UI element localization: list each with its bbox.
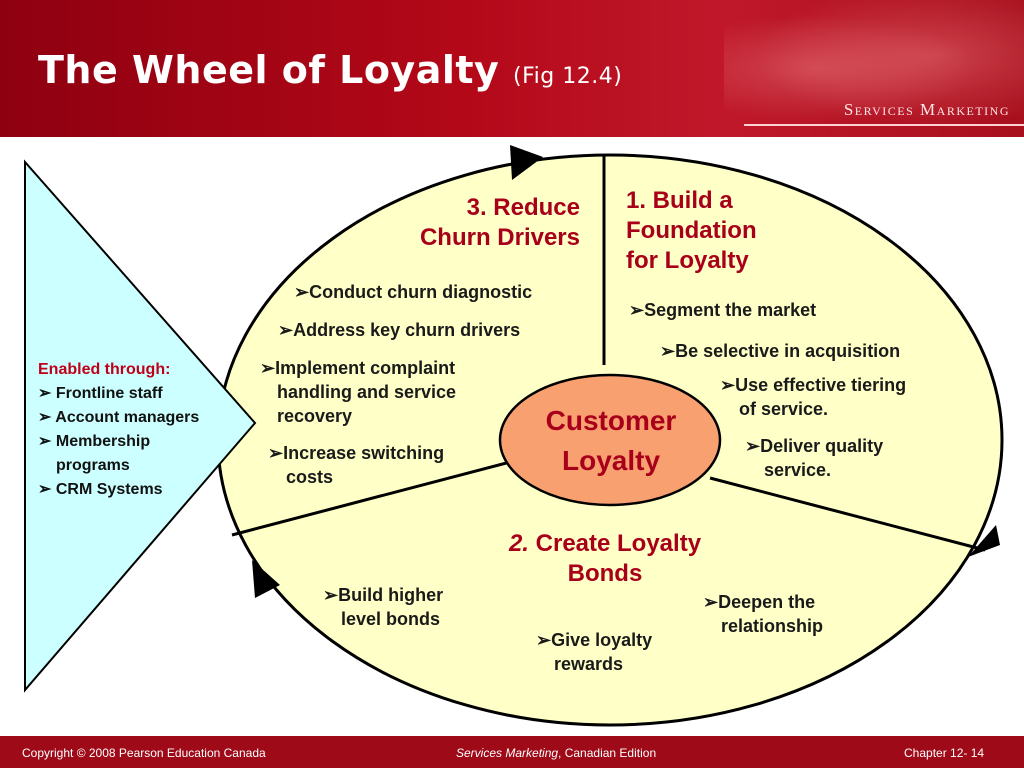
brand-underline (744, 124, 1024, 126)
arrowhead-right (968, 525, 1000, 557)
bullet-text-cont: rewards (554, 654, 624, 674)
bullet-text-cont: relationship (721, 616, 824, 636)
enabler-item: ➢ Frontline staff (38, 385, 163, 402)
arrow-bullet-icon: ➢ (745, 436, 761, 456)
page-title: The Wheel of Loyalty (Fig 12.4) (38, 48, 622, 92)
section-2-title: 2. Create Loyalty Bonds (475, 529, 735, 589)
arrowhead-left (252, 560, 280, 598)
arrow-bullet-icon: ➢ (260, 358, 276, 378)
bullet-increase: ➢Increase switching costs (268, 441, 444, 489)
bullet-tiering: ➢Use effective tiering of service. (720, 373, 906, 421)
bullet-rewards: ➢Give loyalty rewards (536, 628, 652, 676)
section-1-title: 1. Build a Foundation for Loyalty (626, 186, 826, 276)
footer-edition: , Canadian Edition (558, 746, 657, 760)
header-photo (724, 0, 1024, 137)
section-3-line2: Churn Drivers (419, 224, 580, 251)
footer-book-title: Services Marketing (456, 746, 559, 760)
section-2-line2: Bonds (567, 560, 643, 587)
bullet-conduct: ➢Conduct churn diagnostic (294, 280, 532, 304)
bullet-implement: ➢Implement complaint handling and servic… (260, 356, 456, 428)
enabler-triangle (24, 159, 257, 693)
footer-chapter: Chapter 12- 14 (904, 746, 985, 760)
bullet-text: Build higher (338, 585, 444, 605)
bullet-deepen: ➢Deepen the relationship (703, 590, 823, 638)
bullet-quality: ➢Deliver quality service. (745, 434, 883, 482)
center-line1: Customer (545, 405, 677, 436)
bullet-text: Conduct churn diagnostic (309, 282, 533, 302)
bullet-text-cont: level bonds (341, 609, 441, 629)
arrow-bullet-icon: ➢ (268, 443, 284, 463)
footer-bar: Copyright © 2008 Pearson Education Canad… (0, 736, 1024, 768)
enabled-through-list: Enabled through: ➢ Frontline staff ➢ Acc… (38, 358, 208, 502)
arrowhead-top (510, 145, 543, 180)
arrow-bullet-icon: ➢ (536, 630, 552, 650)
center-line2: Loyalty (561, 445, 661, 476)
arrow-bullet-icon: ➢ (703, 592, 719, 612)
bullet-text-cont: costs (286, 467, 334, 487)
bullet-text: Increase switching (283, 443, 445, 463)
enabler-text: Frontline staff (55, 385, 163, 402)
footer-copyright: Copyright © 2008 Pearson Education Canad… (22, 746, 266, 760)
section-2-line1: Create Loyalty (535, 530, 702, 557)
enabler-text: CRM Systems (55, 481, 163, 498)
title-banner: The Wheel of Loyalty (Fig 12.4) Services… (0, 0, 1024, 137)
section-1-line2: Foundation (626, 217, 757, 244)
arrow-bullet-icon: ➢ (720, 375, 736, 395)
bullet-text-cont: of service. (739, 399, 829, 419)
bullet-text: Deepen the (718, 592, 816, 612)
bullet-text-cont: recovery (277, 406, 353, 426)
arrow-bullet-icon: ➢ (660, 341, 676, 361)
enabler-item: ➢ Account managers (38, 409, 200, 426)
arrow-bullet-icon: ➢ (294, 282, 310, 302)
wheel-diagram (24, 145, 1004, 727)
bullet-text: Deliver quality (760, 436, 884, 456)
enabler-text: Account managers (55, 409, 200, 426)
spoke-right (709, 476, 986, 552)
section-1-line3: for Loyalty (626, 247, 749, 274)
section-2-number: 2. (508, 530, 529, 557)
bullet-text: Segment the market (644, 300, 817, 320)
arrow-bullet-icon: ➢ (629, 300, 645, 320)
bullet-text-cont: handling and service (277, 382, 457, 402)
bullet-text: Implement complaint (275, 358, 456, 378)
section-3-title: 3. Reduce Churn Drivers (380, 193, 580, 253)
enabler-text: Membership programs (55, 433, 151, 474)
enabled-heading: Enabled through: (38, 361, 171, 378)
section-1-line1: 1. Build a (626, 187, 733, 214)
arrow-bullet-icon: ➢ (278, 320, 294, 340)
spoke-left (231, 460, 511, 537)
enabler-item: ➢ CRM Systems (38, 481, 163, 498)
footer-book: Services Marketing, Canadian Edition (456, 746, 656, 760)
section-3-line1: 3. Reduce (466, 194, 580, 221)
bullet-text: Be selective in acquisition (675, 341, 901, 361)
center-ellipse (498, 373, 722, 507)
bullet-address: ➢Address key churn drivers (278, 318, 520, 342)
bullet-segment: ➢Segment the market (629, 298, 816, 322)
brand-text: Services Marketing (843, 100, 1010, 119)
arrow-bullet-icon: ➢ (323, 585, 339, 605)
bullet-text: Give loyalty (551, 630, 653, 650)
bullet-selective: ➢Be selective in acquisition (660, 339, 900, 363)
enabler-item: ➢ Membership programs (38, 433, 151, 474)
center-label: Customer Loyalty (502, 393, 720, 519)
title-main: The Wheel of Loyalty (38, 48, 500, 92)
bullet-text-cont: service. (764, 460, 832, 480)
bullet-text: Use effective tiering (735, 375, 907, 395)
title-figure-ref: (Fig 12.4) (513, 64, 623, 89)
bullet-text: Address key churn drivers (293, 320, 521, 340)
bullet-higher: ➢Build higher level bonds (323, 583, 443, 631)
